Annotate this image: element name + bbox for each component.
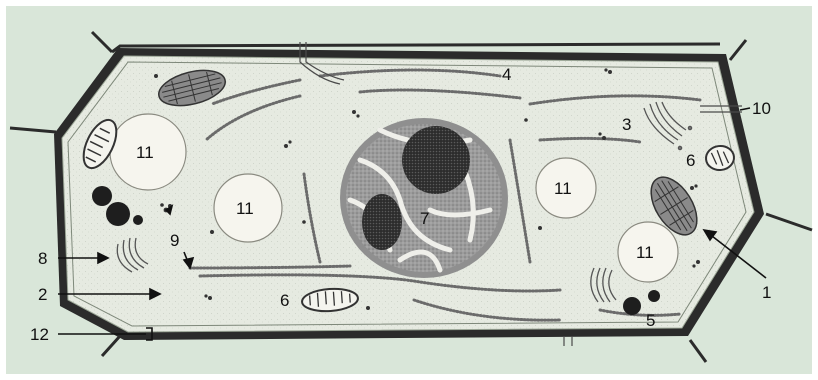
label-9: 9 xyxy=(170,231,179,250)
spherosome xyxy=(106,202,130,226)
label-3: 3 xyxy=(622,115,631,134)
label-4: 4 xyxy=(502,65,511,84)
label-10: 10 xyxy=(752,99,771,118)
label-8: 8 xyxy=(38,249,47,268)
spherosome xyxy=(92,186,112,206)
label-6-bottom: 6 xyxy=(280,291,289,310)
label-11-vacuole-1: 11 xyxy=(136,143,154,162)
nucleolus-2 xyxy=(362,194,402,250)
label-11-vacuole-2: 11 xyxy=(236,199,254,218)
label-12: 12 xyxy=(30,325,49,344)
nucleus xyxy=(340,118,508,278)
label-2: 2 xyxy=(38,285,47,304)
label-11-vacuole-4: 11 xyxy=(636,243,654,262)
spherosome xyxy=(623,297,641,315)
label-5: 5 xyxy=(646,311,655,330)
spherosome xyxy=(648,290,660,302)
label-7: 7 xyxy=(420,209,429,228)
nucleolus-1 xyxy=(402,126,470,194)
label-1: 1 xyxy=(762,283,771,302)
label-11-vacuole-3: 11 xyxy=(554,179,572,198)
spherosome xyxy=(133,215,143,225)
label-6-right: 6 xyxy=(686,151,695,170)
